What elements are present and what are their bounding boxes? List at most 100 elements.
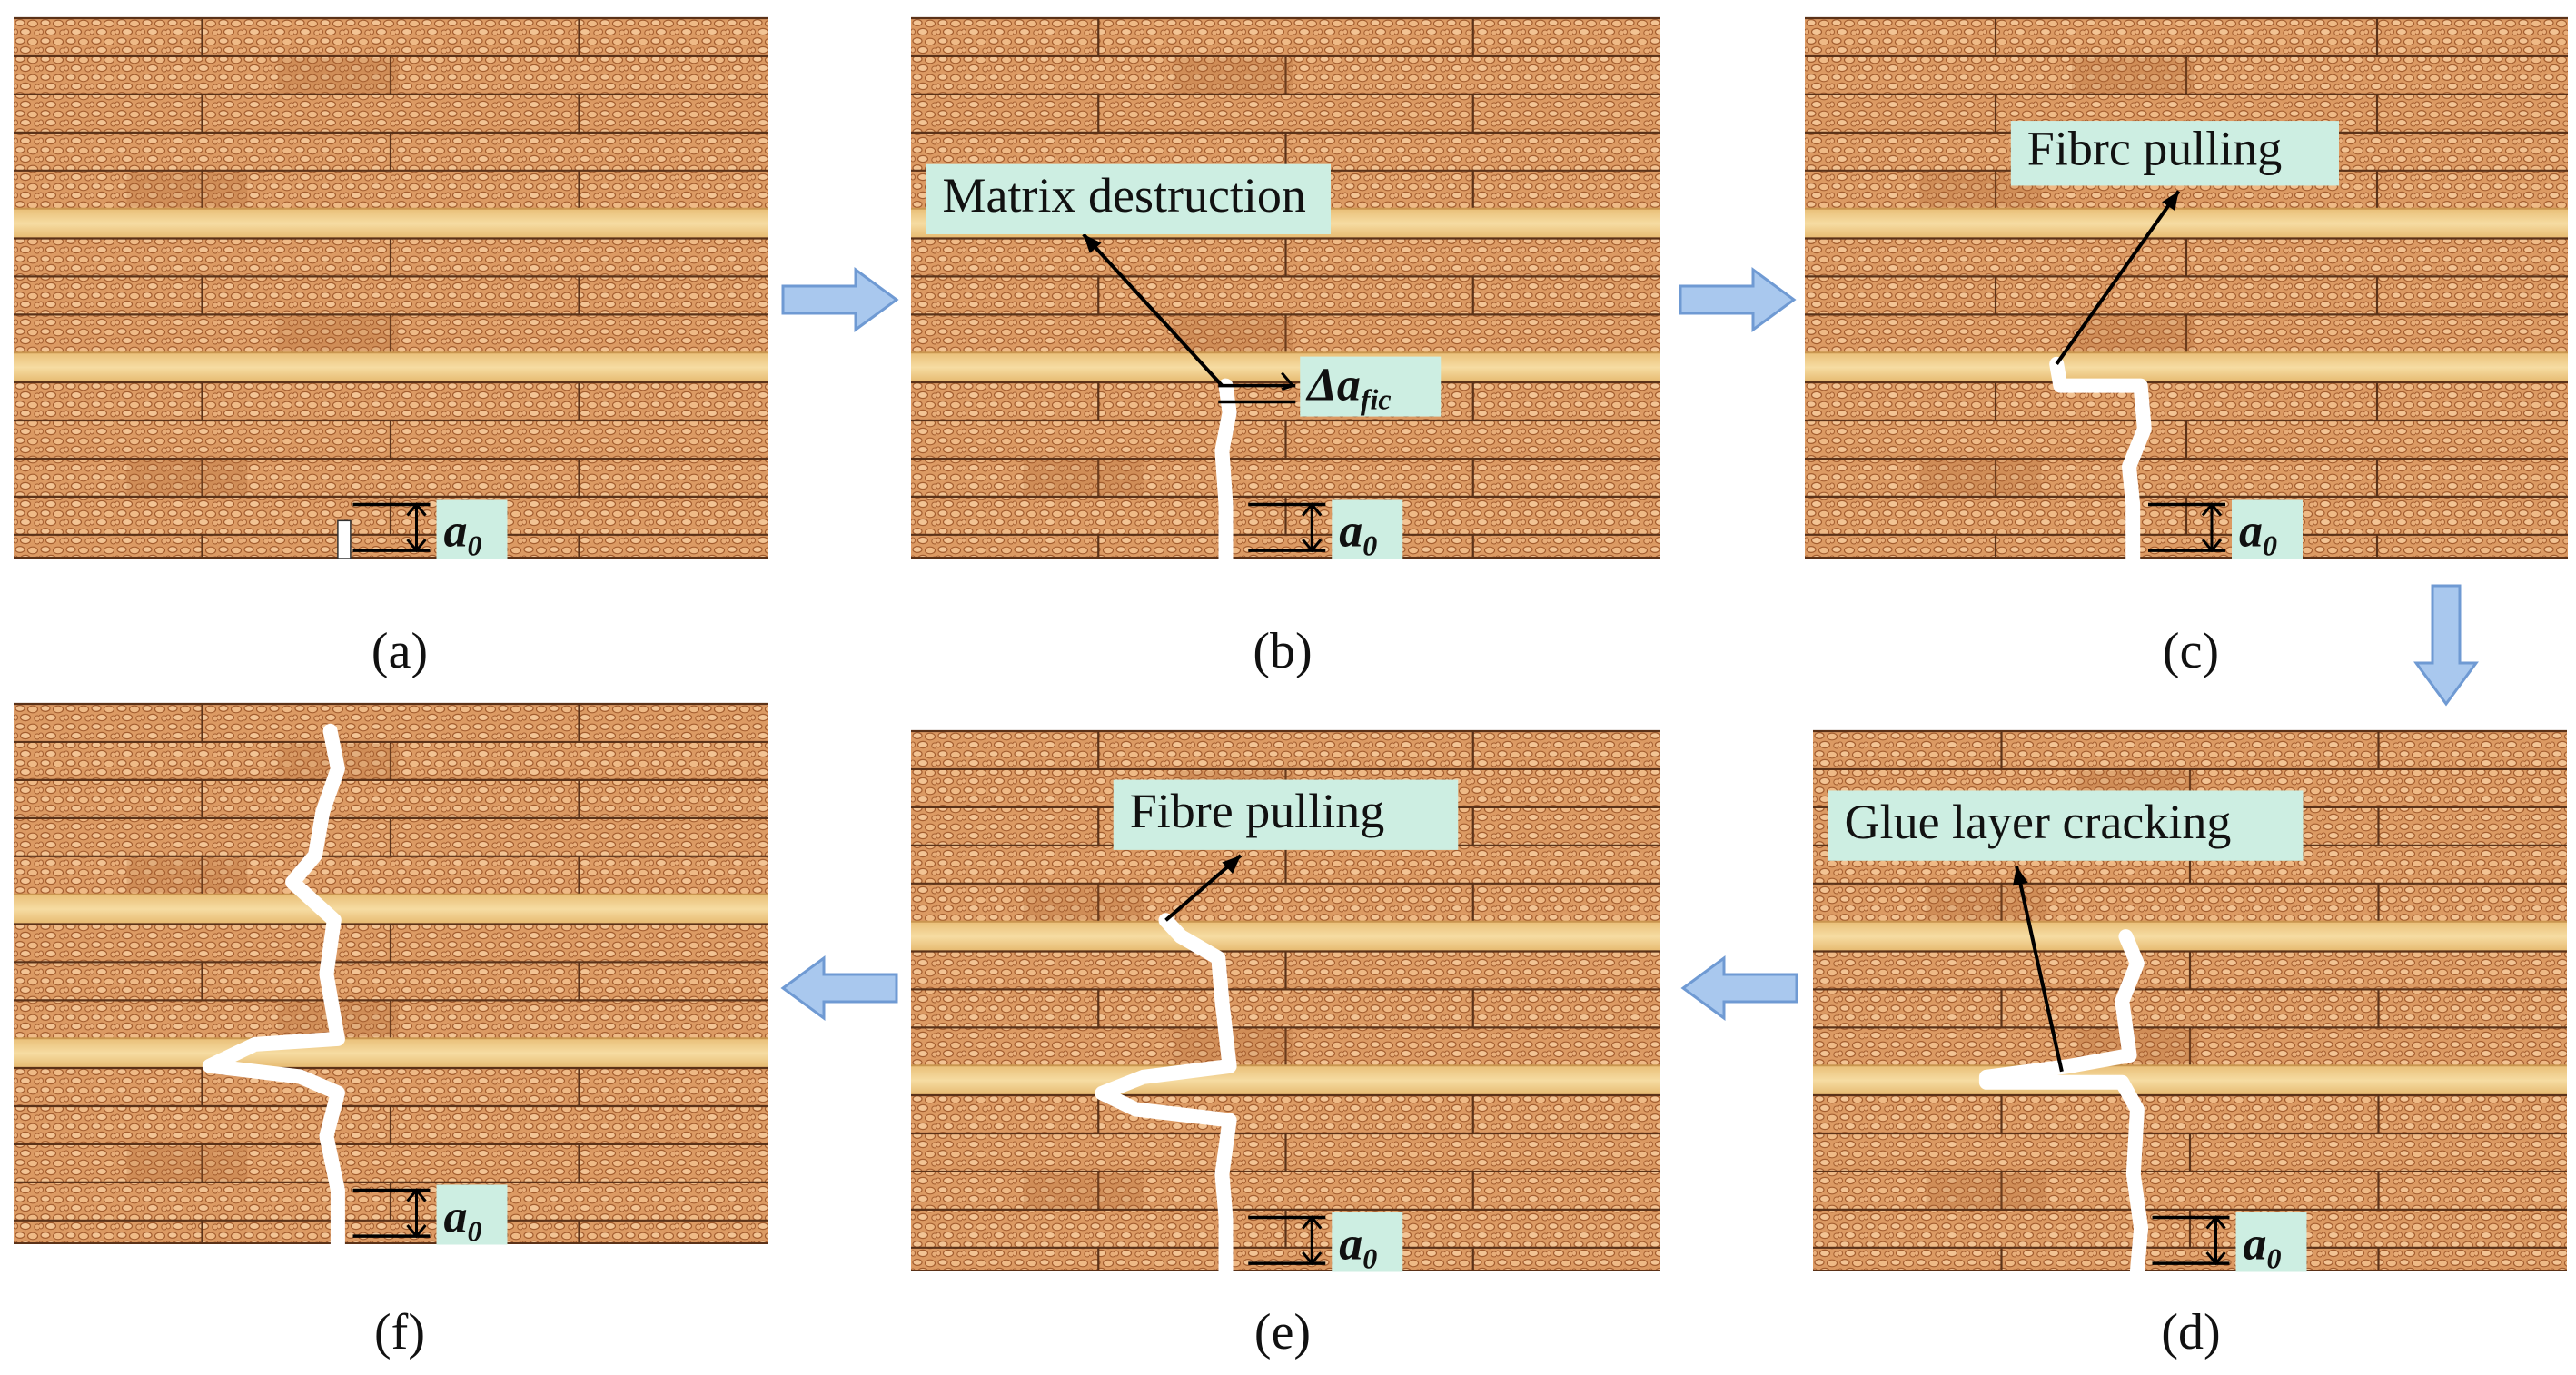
flow-arrows: [780, 267, 2479, 1021]
wood-strand-row: [911, 844, 1660, 884]
wood-strand-row: [1805, 237, 2568, 277]
laminate-cross-section: [911, 16, 1660, 559]
panel-caption-c: (c): [2163, 623, 2219, 679]
veneer-layer: [14, 894, 768, 925]
wood-strand-row: [911, 237, 1660, 277]
initial-crack-length-marker: a0: [352, 499, 508, 562]
crack-path: [1214, 378, 1237, 566]
laminate-cross-section: [14, 16, 768, 559]
wood-strand-row: [911, 495, 1660, 535]
arrow-d-to-e: [1680, 955, 1798, 1021]
wood-strand-row: [14, 740, 768, 780]
wood-strand-row: [1805, 533, 2568, 559]
wood-strand-row: [1805, 16, 2568, 56]
wood-strand-row: [1813, 1208, 2567, 1248]
wood-strand-row: [14, 1219, 768, 1244]
wood-strand-row: [911, 1026, 1660, 1066]
a0-label: a0: [1339, 1219, 1377, 1275]
initial-crack-length-marker: a0: [352, 1184, 508, 1248]
veneer-layer: [14, 1038, 768, 1069]
crack-path: [2049, 356, 2152, 566]
a0-subscript: 0: [2267, 1242, 2282, 1275]
callout-text: Fibre pulling: [1130, 784, 1385, 838]
callout: Matrix destruction: [926, 163, 1331, 387]
a0-subscript: 0: [468, 1215, 482, 1248]
wood-strand-row: [911, 1170, 1660, 1210]
wood-strand-row: [14, 275, 768, 315]
initial-crack-length-marker: a0: [2148, 499, 2303, 562]
laminate-cross-section: [1805, 16, 2568, 559]
crack-path: [1095, 913, 1237, 1279]
wood-strand-row: [1805, 313, 2568, 353]
arrow-c-to-d: [2413, 584, 2479, 707]
wood-strand-row: [911, 457, 1660, 497]
a0-subscript: 0: [2263, 529, 2277, 562]
wood-strand-row: [14, 961, 768, 1001]
wood-strand-row: [911, 729, 1660, 769]
wood-strand-row: [14, 1104, 768, 1144]
laminate-cross-section: [14, 702, 768, 1244]
veneer-layer: [1813, 1065, 2567, 1096]
wood-strand-row: [14, 419, 768, 459]
wood-strand-row: [911, 275, 1660, 315]
wood-strand-row: [911, 1132, 1660, 1172]
panel-caption-f: (f): [374, 1304, 425, 1360]
wood-strand-row: [911, 1093, 1660, 1133]
wood-strand-row: [1805, 457, 2568, 497]
veneer-layer: [911, 921, 1660, 952]
wood-strand-row: [14, 381, 768, 420]
panel-a: a0: [14, 16, 768, 562]
a0-label: a0: [2244, 1219, 2282, 1275]
wood-strand-row: [1813, 882, 2567, 922]
wood-strand-row: [14, 1181, 768, 1221]
initial-notch: [337, 519, 352, 559]
wood-strand-row: [911, 1208, 1660, 1248]
wood-strand-row: [911, 313, 1660, 353]
panel-caption-b: (b): [1253, 623, 1312, 679]
wood-strand-row: [14, 923, 768, 963]
panel-caption-a: (a): [372, 623, 428, 679]
a0-subscript: 0: [1362, 1242, 1377, 1275]
wood-strand-row: [911, 950, 1660, 990]
wood-strand-row: [911, 988, 1660, 1028]
arrow-b-to-c: [1679, 267, 1797, 332]
veneer-layer: [14, 208, 768, 239]
wood-strand-row: [1813, 1170, 2567, 1210]
wood-strand-row: [14, 778, 768, 818]
wood-strand-row: [911, 54, 1660, 94]
wood-strand-row: [1805, 275, 2568, 315]
initial-crack-length-marker: a0: [2152, 1212, 2307, 1275]
wood-strand-row: [14, 1143, 768, 1182]
crack-path: [1978, 929, 2149, 1279]
veneer-layer: [1805, 208, 2568, 239]
veneer-layer: [14, 352, 768, 383]
wood-strand-row: [14, 54, 768, 94]
arrow-a-to-b: [781, 267, 899, 332]
wood-strand-row: [14, 533, 768, 559]
panel-caption-d: (d): [2161, 1304, 2220, 1360]
laminate-cross-section: [1813, 729, 2567, 1271]
wood-strand-row: [1813, 988, 2567, 1028]
wood-strand-row: [14, 16, 768, 56]
wood-strand-row: [1805, 419, 2568, 459]
wood-strand-row: [1813, 1093, 2567, 1133]
panel-f: a0: [14, 702, 768, 1251]
wood-strand-row: [1813, 1132, 2567, 1172]
fictitious-crack-marker: Δafic: [1218, 356, 1442, 417]
a0-subscript: 0: [468, 529, 482, 562]
wood-strand-row: [1813, 1026, 2567, 1066]
veneer-layer: [1813, 921, 2567, 952]
wood-strand-row: [911, 533, 1660, 559]
wood-strand-row: [14, 999, 768, 1039]
wood-strand-row: [14, 93, 768, 133]
callout-text: Matrix destruction: [943, 168, 1306, 223]
crack-path: [202, 723, 345, 1251]
wood-strand-row: [1813, 950, 2567, 990]
panel-e: a0 Fibre pulling: [911, 729, 1660, 1279]
wood-strand-row: [14, 702, 768, 742]
wood-strand-row: [911, 419, 1660, 459]
wood-strand-row: [911, 93, 1660, 133]
veneer-layer: [911, 1065, 1660, 1096]
